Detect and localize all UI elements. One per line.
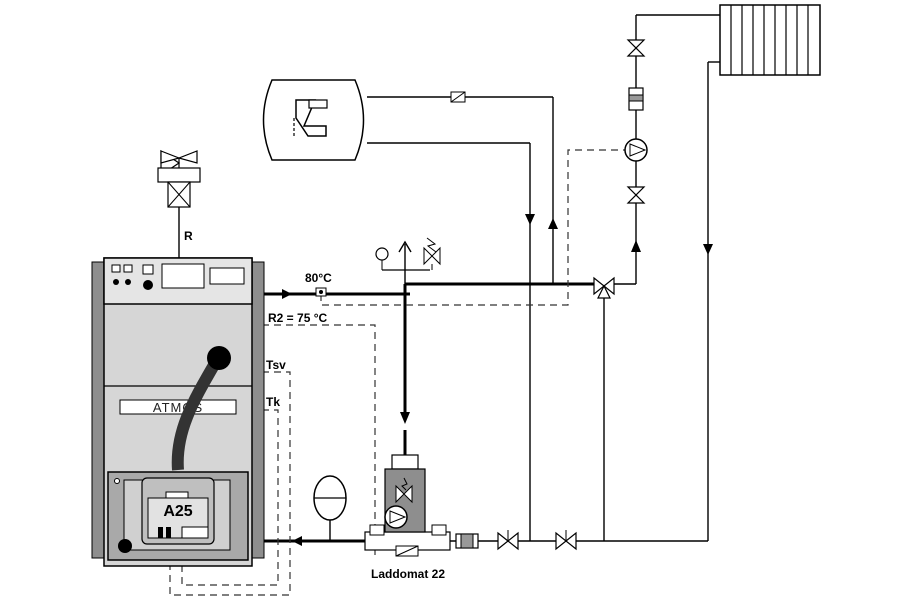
safety-relief-valve-icon (157, 149, 201, 208)
valve-icon (555, 530, 577, 551)
flue-pipe (171, 355, 224, 471)
check-valve-icon (450, 91, 466, 103)
boiler: ATMOS A25 (91, 257, 265, 567)
pressure-gauge-icon (375, 247, 389, 270)
air-vent-icon (382, 240, 430, 284)
radiator-icon (719, 4, 821, 76)
safety-valve-icon (423, 237, 441, 270)
pump-icon (384, 505, 408, 529)
thermostatic-sensor-icon (315, 287, 327, 297)
control-signal-lines (169, 149, 625, 596)
filter-icon (628, 87, 644, 111)
laddomat-unit (364, 454, 451, 557)
expansion-tank-icon (313, 475, 347, 521)
pump-icon (624, 138, 648, 162)
three-way-valve-icon (593, 276, 615, 299)
boiler-model: A25 (163, 503, 192, 520)
label-80c: 80°C (305, 271, 332, 285)
flow-arrow-icon (282, 214, 713, 546)
label-r: R (184, 229, 193, 243)
label-laddomat: Laddomat 22 (371, 567, 445, 581)
boiler-control-panel (103, 257, 253, 305)
thermostatic-valve-icon (395, 477, 413, 504)
label-tk: Tk (266, 395, 280, 409)
check-valve-icon (395, 545, 419, 557)
valve-icon (626, 186, 646, 204)
hot-water-tank-icon (262, 79, 365, 161)
valve-icon (626, 39, 646, 57)
label-tsv: Tsv (266, 358, 286, 372)
valve-icon (497, 530, 519, 551)
filter-icon (455, 533, 479, 549)
label-r2: R2 = 75 °C (268, 311, 327, 325)
pipe-network (178, 14, 720, 543)
